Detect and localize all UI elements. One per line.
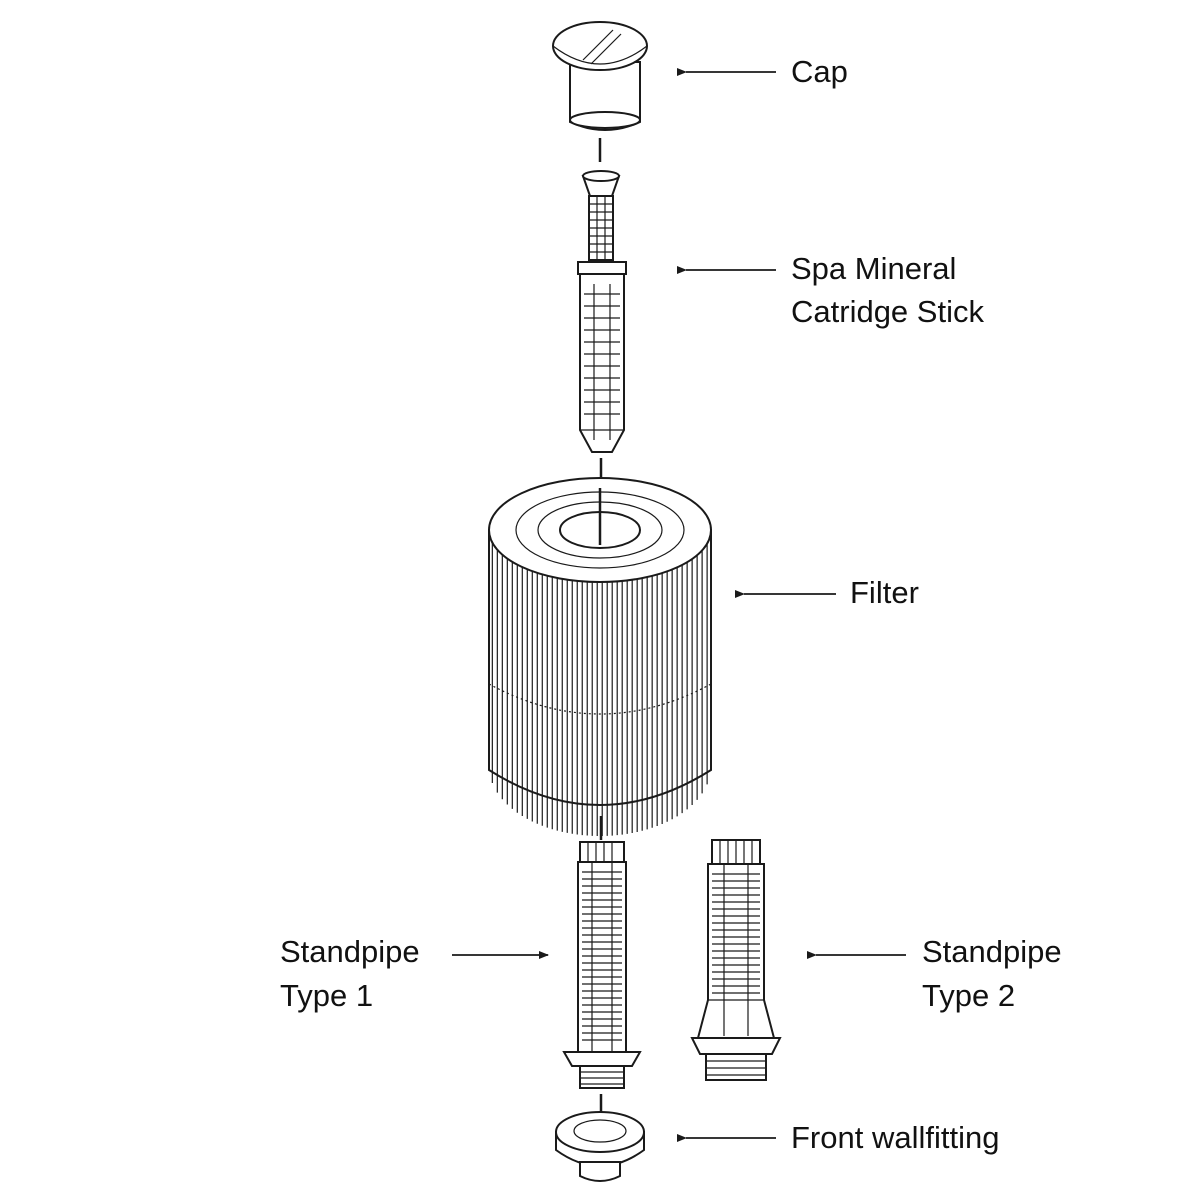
cap-label: Cap <box>791 54 848 89</box>
cartridge-label-line2: Catridge Stick <box>791 294 984 329</box>
filter-part <box>488 477 712 836</box>
standpipe-type1-part <box>562 841 642 1089</box>
wallfitting-label: Front wallfitting <box>791 1120 999 1155</box>
cap-part <box>552 21 648 131</box>
filter-label: Filter <box>850 575 919 610</box>
standpipe-type2-part <box>690 839 782 1081</box>
cartridge-stick-part <box>577 170 627 453</box>
standpipe2-label-line2: Type 2 <box>922 978 1015 1013</box>
wallfitting-part <box>555 1111 645 1182</box>
standpipe1-label-line1: Standpipe <box>280 934 420 969</box>
standpipe2-label-line1: Standpipe <box>922 934 1062 969</box>
cartridge-label-line1: Spa Mineral <box>791 251 956 286</box>
standpipe1-label-line2: Type 1 <box>280 978 373 1013</box>
